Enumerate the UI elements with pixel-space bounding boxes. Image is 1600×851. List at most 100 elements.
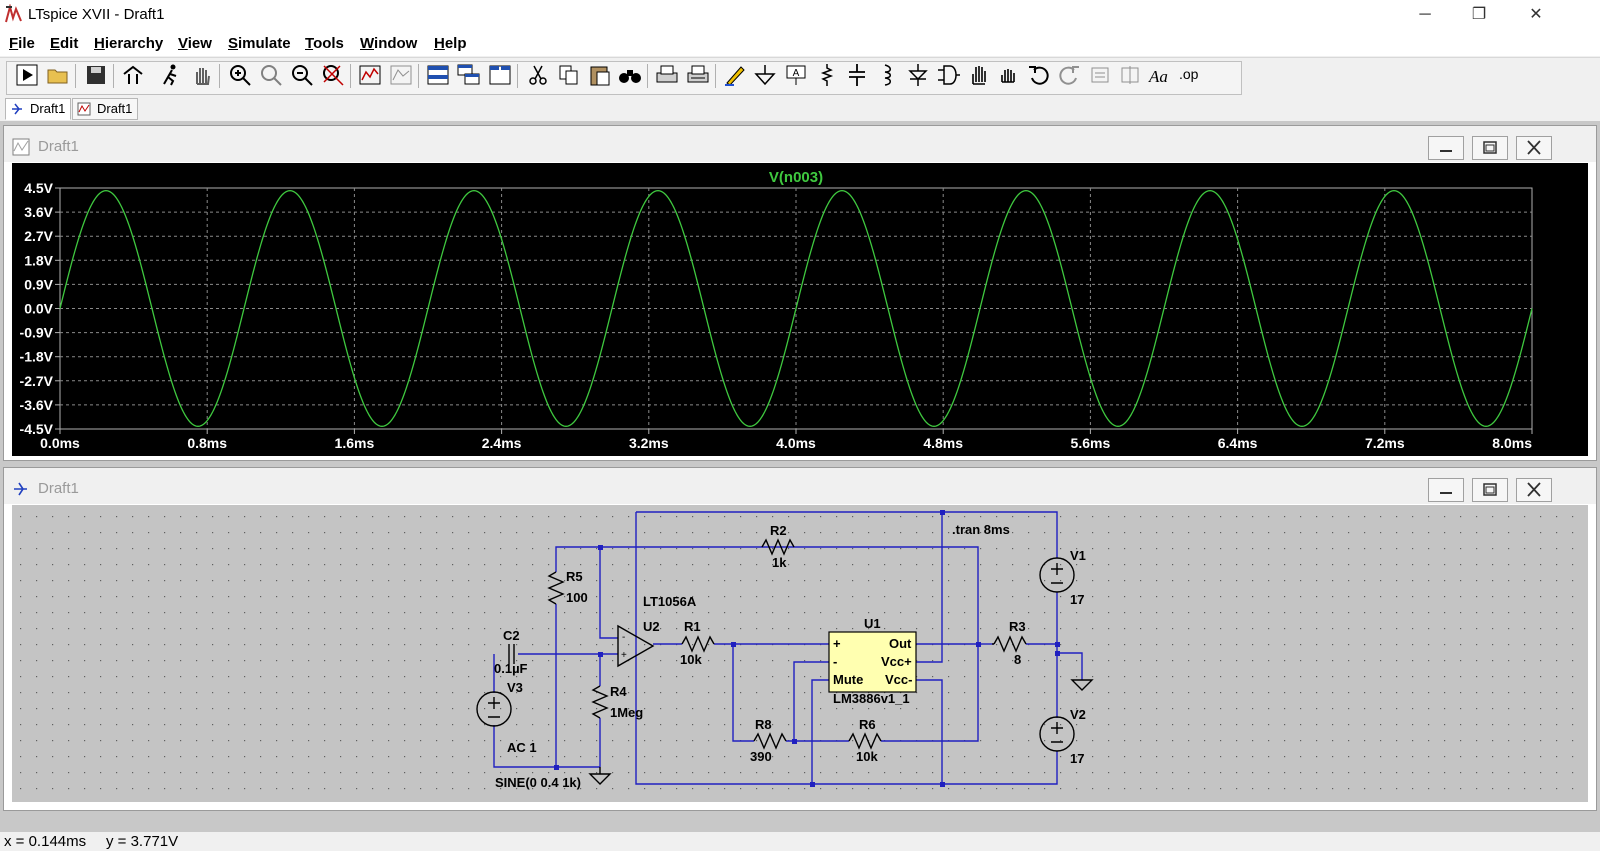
- resistor-r1[interactable]: [681, 635, 715, 653]
- schematic-canvas[interactable]: - + R2 1k R5 100 LT1056A U2 R1 10k C2 0.…: [4, 468, 1596, 810]
- cascade-icon[interactable]: [456, 62, 482, 88]
- print-icon[interactable]: [654, 62, 680, 88]
- autorange-icon[interactable]: [357, 62, 383, 88]
- tab-draft1-schematic[interactable]: Draft1: [5, 98, 71, 120]
- copy-icon[interactable]: [556, 62, 582, 88]
- resistor-r2[interactable]: [761, 538, 795, 556]
- move-hand-icon[interactable]: [966, 62, 992, 88]
- drag-hand-icon[interactable]: [996, 62, 1022, 88]
- spice-directive-tran[interactable]: .tran 8ms: [952, 522, 1010, 537]
- x-tick-label: 4.0ms: [776, 435, 816, 451]
- halt-hand-icon[interactable]: [189, 62, 215, 88]
- waveform-window-title: Draft1: [38, 138, 79, 155]
- text-icon[interactable]: Aa: [1147, 62, 1173, 88]
- schematic-window-title: Draft1: [38, 480, 79, 497]
- tab-draft1-waveform[interactable]: Draft1: [72, 98, 138, 120]
- source-v1[interactable]: [1039, 557, 1075, 593]
- x-tick-label: 0.8ms: [187, 435, 227, 451]
- zoom-fit-icon[interactable]: [320, 62, 346, 88]
- mirror-icon[interactable]: [1117, 62, 1143, 88]
- ground-icon[interactable]: [752, 62, 778, 88]
- close-window-button[interactable]: ✕: [1529, 6, 1543, 23]
- menu-hierarchy[interactable]: Hierarchy: [94, 35, 164, 52]
- run-man-icon[interactable]: [158, 62, 184, 88]
- label-c2-ref: C2: [503, 628, 520, 643]
- waveform-minimize-button[interactable]: [1428, 136, 1464, 160]
- label-c2-value: 0.1µF: [494, 661, 528, 676]
- source-v2[interactable]: [1039, 716, 1075, 752]
- source-v3[interactable]: [476, 691, 512, 727]
- u1-pin-minus: -: [833, 654, 837, 669]
- resistor-r5[interactable]: [547, 571, 565, 605]
- label-r2-value: 1k: [772, 555, 787, 570]
- find-icon[interactable]: [617, 62, 643, 88]
- inductor-icon[interactable]: [874, 62, 900, 88]
- opamp-u2[interactable]: [617, 624, 655, 668]
- zoom-pan-icon[interactable]: [258, 62, 284, 88]
- resistor-r4[interactable]: [591, 685, 609, 719]
- y-tick-label: -1.8V: [20, 349, 54, 365]
- schematic-minimize-button[interactable]: [1428, 478, 1464, 502]
- ic-u1-body[interactable]: [828, 631, 917, 693]
- draw-wire-icon[interactable]: [722, 62, 748, 88]
- cursor-icon[interactable]: [388, 62, 414, 88]
- tile-vertical-icon[interactable]: [487, 62, 513, 88]
- label-r3-ref: R3: [1009, 619, 1026, 634]
- label-net-icon[interactable]: A: [783, 62, 809, 88]
- zoom-in-icon[interactable]: [227, 62, 253, 88]
- label-r6-value: 10k: [856, 749, 878, 764]
- menu-bar: File Edit Hierarchy View Simulate Tools …: [0, 30, 1600, 56]
- diode-icon[interactable]: [905, 62, 931, 88]
- minimize-window-button[interactable]: ─: [1419, 6, 1431, 23]
- resistor-r3[interactable]: [993, 635, 1027, 653]
- waveform-icon: [77, 102, 91, 116]
- restore-window-button[interactable]: ❐: [1471, 6, 1487, 23]
- menu-file[interactable]: File: [9, 35, 35, 52]
- run-icon[interactable]: [14, 62, 40, 88]
- capacitor-icon[interactable]: [844, 62, 870, 88]
- control-panel-icon[interactable]: [120, 62, 146, 88]
- menu-window[interactable]: Window: [360, 35, 418, 52]
- cut-icon[interactable]: [525, 62, 551, 88]
- u1-pin-vccplus: Vcc+: [881, 654, 912, 669]
- save-icon[interactable]: [83, 62, 109, 88]
- menu-view[interactable]: View: [178, 35, 212, 52]
- label-r5-value: 100: [566, 590, 588, 605]
- waveform-maximize-button[interactable]: [1472, 136, 1508, 160]
- waveform-plot[interactable]: 4.5V3.6V2.7V1.8V0.9V0.0V-0.9V-1.8V-2.7V-…: [4, 126, 1596, 460]
- schematic-window-caption: Draft1: [4, 468, 1596, 504]
- schematic-close-button[interactable]: [1516, 478, 1552, 502]
- open-folder-icon[interactable]: [45, 62, 71, 88]
- menu-edit[interactable]: Edit: [50, 35, 79, 52]
- y-tick-label: 4.5V: [24, 180, 53, 196]
- rotate-icon[interactable]: [1087, 62, 1113, 88]
- menu-help[interactable]: Help: [434, 35, 467, 52]
- resistor-r6[interactable]: [848, 732, 882, 750]
- capacitor-c2[interactable]: [508, 644, 515, 664]
- plot-background: [12, 163, 1588, 456]
- component-icon[interactable]: [935, 62, 961, 88]
- label-v2-value: 17: [1070, 751, 1084, 766]
- undo-icon[interactable]: [1026, 62, 1052, 88]
- label-r4-value: 1Meg: [610, 705, 643, 720]
- svg-text:-: -: [622, 632, 625, 643]
- label-v1-ref: V1: [1070, 548, 1086, 563]
- spice-directive-icon[interactable]: .op: [1177, 62, 1203, 88]
- resistor-icon[interactable]: [814, 62, 840, 88]
- menu-tools[interactable]: Tools: [305, 35, 344, 52]
- status-y-readout: y = 3.771V: [106, 833, 179, 850]
- print-setup-icon[interactable]: [685, 62, 711, 88]
- resistor-r8[interactable]: [753, 732, 787, 750]
- schematic-window: Draft1: [3, 467, 1597, 811]
- paste-icon[interactable]: [587, 62, 613, 88]
- menu-simulate[interactable]: Simulate: [228, 35, 291, 52]
- zoom-out-icon[interactable]: [289, 62, 315, 88]
- label-v3-ref: V3: [507, 680, 523, 695]
- label-r2-ref: R2: [770, 523, 787, 538]
- waveform-close-button[interactable]: [1516, 136, 1552, 160]
- svg-text:A: A: [793, 68, 800, 79]
- redo-icon[interactable]: [1056, 62, 1082, 88]
- u1-pin-mute: Mute: [833, 672, 863, 687]
- tile-horizontal-icon[interactable]: [425, 62, 451, 88]
- schematic-maximize-button[interactable]: [1472, 478, 1508, 502]
